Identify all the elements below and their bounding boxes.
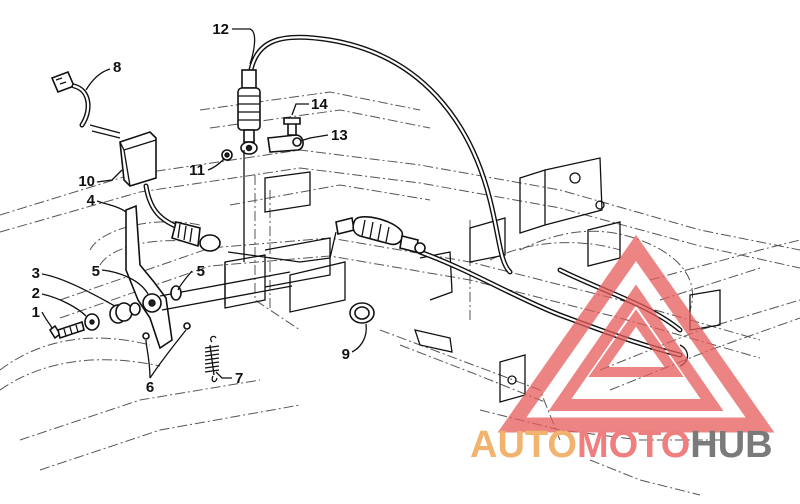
brake-cable (247, 34, 689, 367)
watermark-triangle-inner (548, 284, 724, 411)
frame-brackets (224, 157, 721, 403)
watermark-text: AUTOMOTOHUB (470, 424, 773, 466)
callout-9: 9 (342, 346, 350, 363)
callout-4: 4 (87, 192, 96, 209)
linkage-rod (227, 150, 337, 263)
watermark-a-crossbar (588, 309, 684, 377)
cable-end-cap (349, 302, 375, 324)
callout-3: 3 (32, 265, 40, 282)
brake-switch (143, 183, 221, 252)
watermark-triangle-outer (497, 234, 775, 433)
callout-2: 2 (32, 285, 40, 302)
brake-switch-wire (50, 70, 121, 139)
pedal-pad (119, 131, 157, 187)
clevis-assembly (221, 117, 304, 161)
return-spring (204, 335, 220, 383)
watermark-brand: AUTOMOTOHUB (470, 424, 773, 466)
callout-6: 6 (146, 379, 154, 396)
callout-1: 1 (32, 304, 40, 321)
seals-and-clips (142, 285, 191, 340)
cable-adjuster-lower (335, 216, 426, 254)
callout-14: 14 (311, 96, 328, 113)
callout-11: 11 (189, 162, 205, 179)
callout-10: 10 (78, 173, 95, 190)
watermark-moto: MOTO (577, 424, 690, 466)
callout-5-left: 5 (92, 263, 100, 280)
pivot-hardware (48, 302, 141, 340)
watermark-hub: HUB (690, 424, 772, 466)
callout-labels: 1 2 3 4 5 5 6 7 8 9 10 11 12 13 14 (32, 21, 350, 396)
callout-5-right: 5 (197, 263, 205, 280)
cable-adjuster-upper (237, 69, 261, 155)
callout-leaders (41, 28, 367, 379)
callout-8: 8 (113, 59, 121, 76)
watermark-logo (497, 234, 775, 433)
watermark-auto: AUTO (470, 424, 577, 466)
callout-12: 12 (212, 21, 229, 38)
callout-13: 13 (331, 127, 348, 144)
brake-pedal-arm (125, 204, 173, 350)
callout-7: 7 (235, 370, 243, 387)
